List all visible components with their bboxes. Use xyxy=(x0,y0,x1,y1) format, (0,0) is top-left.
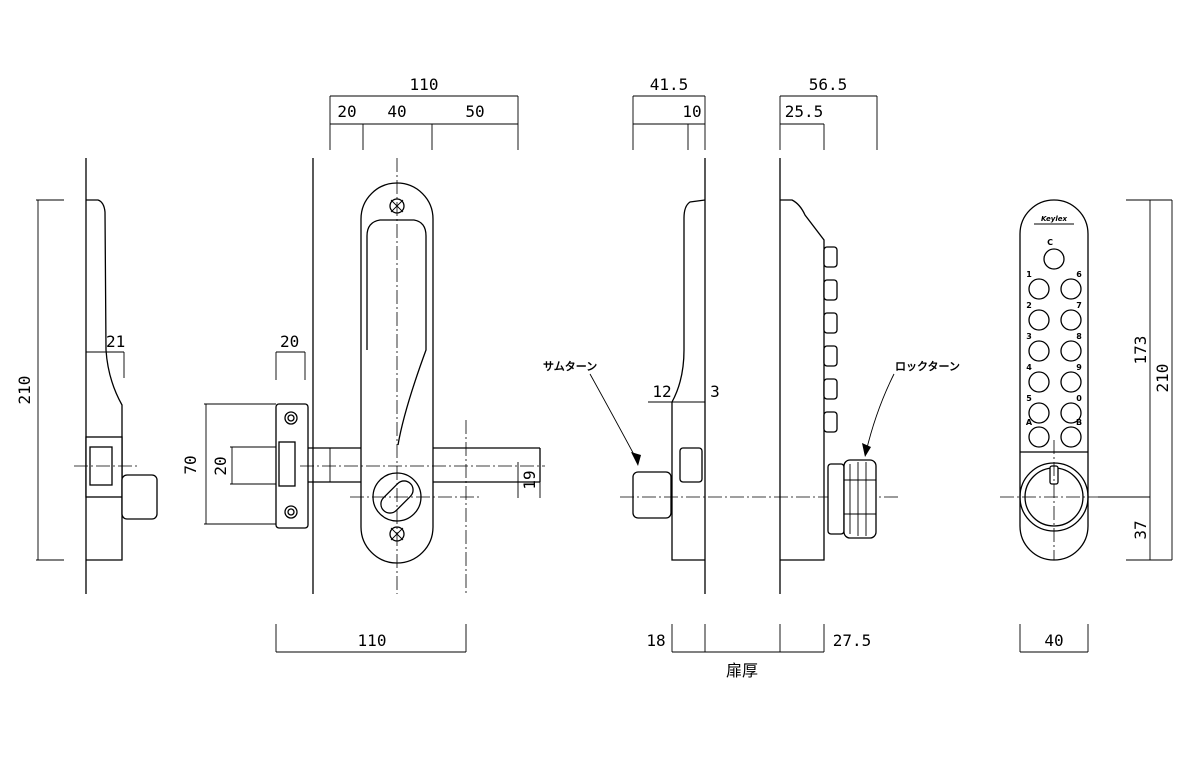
side-latch-inner xyxy=(89,446,113,486)
keypad-buttons-profile xyxy=(823,246,838,433)
brand-logo: Keylex xyxy=(1041,215,1067,223)
key-right-3-button[interactable] xyxy=(1060,371,1082,393)
latch-view: 70 20 20 19 110 xyxy=(181,75,545,653)
dim-latch-width: 20 xyxy=(280,332,299,351)
key-left-2-button[interactable] xyxy=(1028,340,1050,362)
key-right-2-button[interactable] xyxy=(1060,340,1082,362)
label-thumb-turn: サムターン xyxy=(543,360,597,373)
section-view: サムターン ロックターン 41.5 10 12 3 56.5 25.5 xyxy=(543,75,960,680)
dim-thumb-inner-b: 3 xyxy=(710,382,720,401)
dim-door-left: 18 xyxy=(646,631,665,650)
dim-door-right: 27.5 xyxy=(833,631,872,650)
key-left-4-label: 5 xyxy=(1026,394,1032,403)
key-left-2-label: 3 xyxy=(1026,332,1032,341)
side-view: 210 21 xyxy=(15,158,158,594)
label-lock-turn: ロックターン xyxy=(895,360,960,373)
key-right-5-button[interactable] xyxy=(1060,426,1082,448)
key-left-4-button[interactable] xyxy=(1028,402,1050,424)
key-left-5-button[interactable] xyxy=(1028,426,1050,448)
thumbturn-latch xyxy=(679,447,703,483)
label-door-thickness: 扉厚 xyxy=(726,661,758,680)
dim-top-seg-c: 50 xyxy=(465,102,484,121)
key-right-4-button[interactable] xyxy=(1060,402,1082,424)
dim-thumb-seg: 10 xyxy=(682,102,701,121)
key-left-3-button[interactable] xyxy=(1028,371,1050,393)
thumbturn-body-outline xyxy=(671,199,706,561)
dim-thumb-total: 41.5 xyxy=(650,75,689,94)
thumbturn-knob xyxy=(632,471,672,519)
key-right-0-label: 6 xyxy=(1076,270,1082,279)
dim-top-seg-a: 20 xyxy=(337,102,356,121)
key-top-label: C xyxy=(1047,238,1053,247)
dim-bottom-width: 110 xyxy=(358,631,387,650)
latch-bolt-hole xyxy=(278,441,296,487)
lockturn-collar xyxy=(827,463,845,535)
back-plate-lever-outline xyxy=(366,219,427,446)
dim-thumb-inner-a: 12 xyxy=(652,382,671,401)
dim-side-offset: 21 xyxy=(106,332,125,351)
dim-top-total: 110 xyxy=(410,75,439,94)
key-left-5-label: A xyxy=(1026,418,1033,427)
lockturn-knob xyxy=(843,459,877,539)
key-right-1-button[interactable] xyxy=(1060,309,1082,331)
dim-latch-plate-height: 70 xyxy=(181,455,200,474)
side-body-outline xyxy=(86,199,123,561)
dim-top-seg-b: 40 xyxy=(387,102,406,121)
dim-side-height: 210 xyxy=(15,376,34,405)
key-right-2-label: 8 xyxy=(1076,332,1082,341)
dim-front-width: 40 xyxy=(1044,631,1063,650)
dim-front-lower: 37 xyxy=(1131,520,1150,539)
key-right-5-label: B xyxy=(1076,418,1082,427)
key-right-1-label: 7 xyxy=(1076,301,1082,310)
dim-latch-hole-height: 20 xyxy=(211,456,230,475)
key-left-1-button[interactable] xyxy=(1028,309,1050,331)
key-left-3-label: 4 xyxy=(1026,363,1032,372)
dim-keypad-seg: 25.5 xyxy=(785,102,824,121)
key-right-4-label: 0 xyxy=(1076,394,1082,403)
key-left-1-label: 2 xyxy=(1026,301,1032,310)
key-right-3-label: 9 xyxy=(1076,363,1082,372)
keypad-body-outline xyxy=(780,199,825,561)
dim-bolt-height: 19 xyxy=(520,470,539,489)
front-view: Keylex C 1 2 3 4 5A 6 7 8 9 0B 173 210 37 40 xyxy=(1000,199,1173,653)
dim-front-total: 210 xyxy=(1153,364,1172,393)
dim-keypad-total: 56.5 xyxy=(809,75,848,94)
dim-front-upper: 173 xyxy=(1131,336,1150,365)
side-knob xyxy=(121,474,158,520)
key-left-0-label: 1 xyxy=(1026,270,1032,279)
key-left-0-button[interactable] xyxy=(1028,278,1050,300)
side-latch-housing xyxy=(85,436,123,498)
keypad-keys: C 1 2 3 4 5A 6 7 8 9 0B xyxy=(1026,238,1082,448)
key-top-button[interactable] xyxy=(1043,248,1065,270)
key-right-0-button[interactable] xyxy=(1060,278,1082,300)
